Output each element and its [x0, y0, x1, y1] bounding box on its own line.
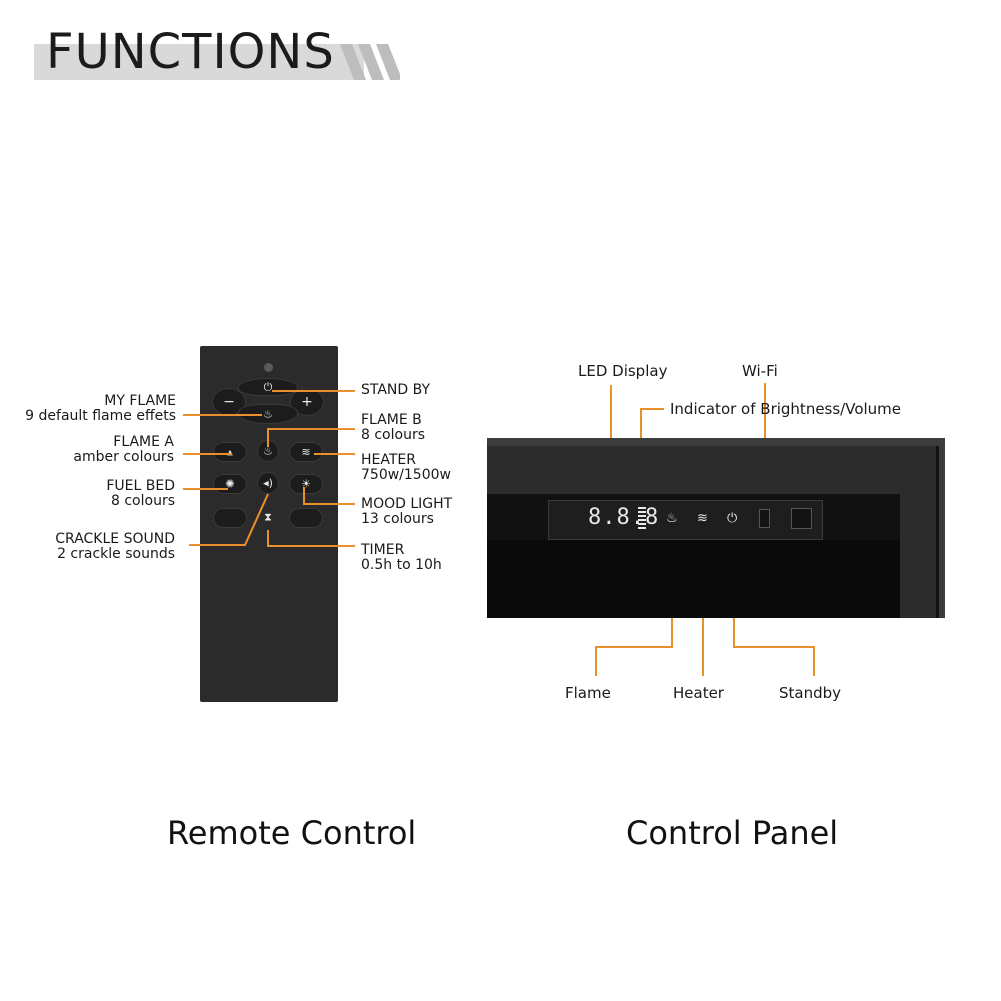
standby-label: STAND BY — [361, 382, 431, 398]
crackle-sound-button[interactable]: ◂) — [257, 472, 279, 494]
speaker-icon: ◂) — [263, 476, 273, 490]
heater-touch-icon[interactable]: ≋ — [697, 511, 708, 526]
flame-a-button[interactable]: ▴ — [213, 442, 247, 462]
remote-control: ⏻ − + ♨ ▴ ♨ ≋ ✺ ◂) ☀ ⧗ — [200, 346, 338, 702]
panel-glass — [487, 540, 900, 618]
wifi-label: Wi-Fi — [742, 362, 778, 380]
standby-button[interactable]: ⏻ — [238, 378, 298, 396]
standby-touch-icon[interactable]: ⏻ — [727, 511, 738, 526]
wifi-button[interactable] — [791, 508, 812, 529]
hourglass-icon: ⧗ — [264, 510, 272, 524]
panel-side-frame — [900, 446, 936, 618]
flame-base-icon: ♨ — [263, 444, 273, 458]
my-flame-button[interactable]: ♨ — [238, 404, 298, 424]
wifi-indicator — [759, 509, 770, 528]
minus-icon: − — [223, 394, 235, 410]
crackle-sound-label: CRACKLE SOUND 2 crackle sounds — [55, 531, 175, 562]
flame-label: Flame — [565, 684, 611, 702]
led-display: 8.8.8 — [588, 505, 660, 530]
led-display-label: LED Display — [578, 362, 668, 380]
timer-button[interactable]: ⧗ — [260, 508, 276, 526]
fuel-bed-label: FUEL BED 8 colours — [106, 478, 175, 509]
flame-drop-icon: ▴ — [227, 445, 233, 459]
flame-icon: ♨ — [263, 407, 273, 421]
control-panel-caption: Control Panel — [626, 814, 839, 852]
indicator-led — [264, 363, 273, 372]
mood-light-button[interactable]: ☀ — [289, 474, 323, 494]
blank-button-left[interactable] — [213, 508, 247, 528]
mood-light-icon: ☀ — [301, 477, 311, 491]
fuel-bed-icon: ✺ — [225, 477, 235, 491]
page-title: FUNCTIONS — [46, 24, 335, 80]
flame-b-label: FLAME B 8 colours — [361, 412, 425, 443]
heater-button[interactable]: ≋ — [289, 442, 323, 462]
brightness-volume-indicator — [638, 507, 646, 529]
panel-top-frame — [487, 446, 933, 494]
flame-a-label: FLAME A amber colours — [73, 434, 174, 465]
flame-touch-icon[interactable]: ♨ — [666, 511, 678, 526]
heater-label: HEATER 750w/1500w — [361, 452, 451, 483]
header-band — [34, 44, 364, 80]
heater-panel-label: Heater — [673, 684, 724, 702]
heat-waves-icon: ≋ — [301, 445, 311, 459]
indicator-label: Indicator of Brightness/Volume — [670, 400, 902, 418]
standby-panel-label: Standby — [779, 684, 842, 702]
plus-icon: + — [301, 394, 313, 410]
mood-light-label: MOOD LIGHT 13 colours — [361, 496, 453, 527]
blank-button-right[interactable] — [289, 508, 323, 528]
header-stripes — [340, 44, 400, 80]
remote-control-caption: Remote Control — [167, 814, 417, 852]
my-flame-label: MY FLAME 9 default flame effets — [25, 393, 176, 424]
timer-label: TIMER 0.5h to 10h — [361, 542, 442, 573]
control-strip — [548, 500, 823, 540]
flame-b-button[interactable]: ♨ — [257, 440, 279, 462]
fuel-bed-button[interactable]: ✺ — [213, 474, 247, 494]
power-icon: ⏻ — [263, 380, 273, 394]
